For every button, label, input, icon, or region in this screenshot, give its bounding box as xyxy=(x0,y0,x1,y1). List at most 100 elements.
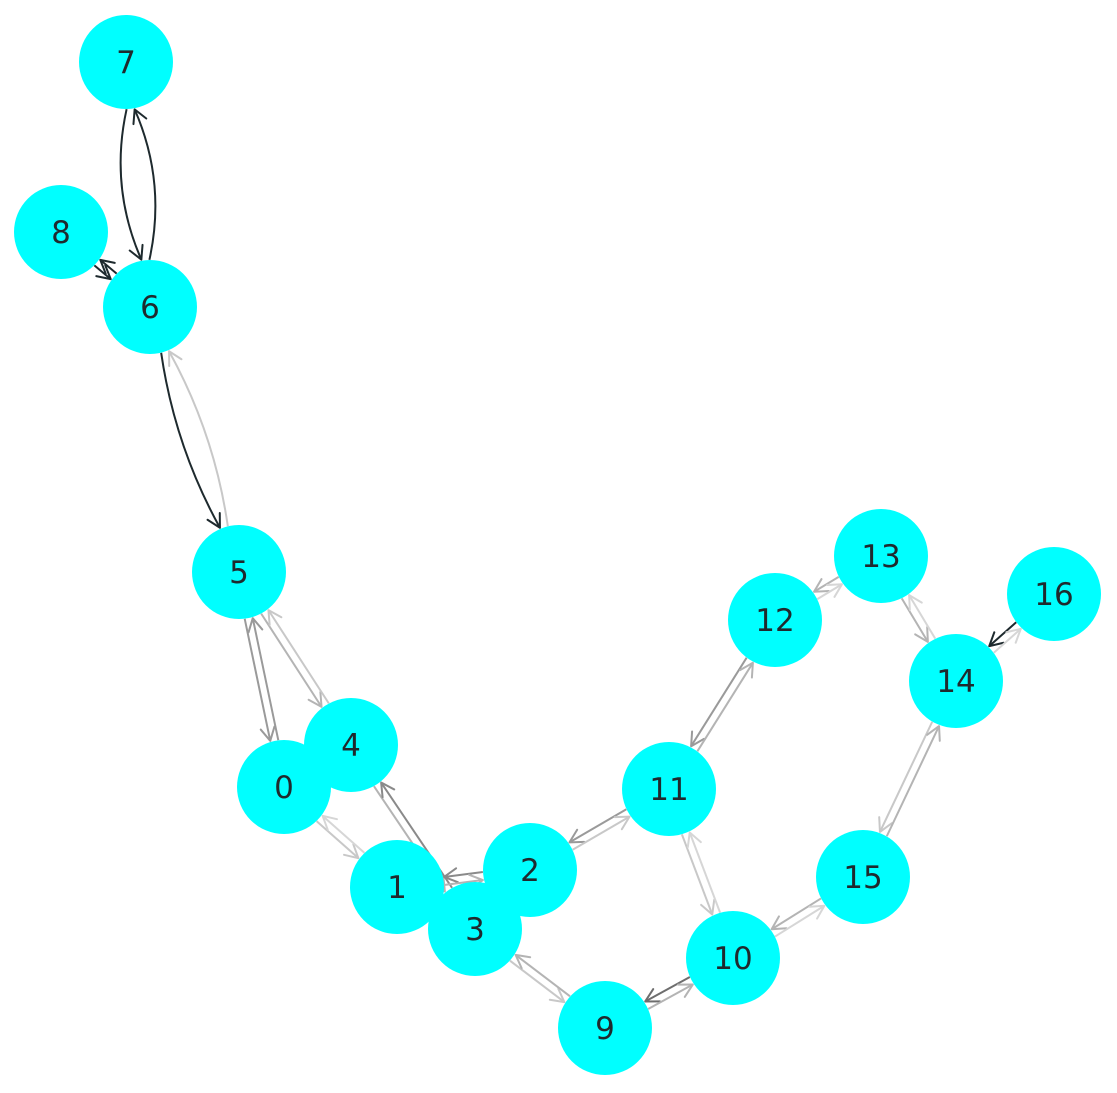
edge-4-to-5 xyxy=(267,609,330,704)
arrowhead-icon xyxy=(168,350,183,367)
edge-line xyxy=(119,108,143,261)
node-circle[interactable] xyxy=(192,525,286,619)
edge-line xyxy=(644,976,691,1003)
edge-line xyxy=(568,808,627,844)
node-label: 8 xyxy=(51,215,71,251)
node-label: 9 xyxy=(595,1011,615,1047)
edge-9-to-3 xyxy=(514,953,571,998)
node-12[interactable]: 12 xyxy=(728,573,822,667)
arrowhead-icon xyxy=(808,904,826,920)
node-14[interactable]: 14 xyxy=(909,634,1003,728)
node-5[interactable]: 5 xyxy=(192,525,286,619)
node-label: 1 xyxy=(387,870,407,906)
edge-line xyxy=(99,259,118,275)
edge-8-to-6 xyxy=(93,264,112,281)
node-label: 7 xyxy=(116,45,136,81)
node-16[interactable]: 16 xyxy=(1007,547,1101,641)
node-circle[interactable] xyxy=(1007,547,1101,641)
arrowhead-icon xyxy=(690,730,705,748)
node-label: 4 xyxy=(341,728,361,764)
edge-line xyxy=(816,583,843,600)
node-label: 15 xyxy=(843,860,882,896)
edge-line xyxy=(243,618,272,742)
node-4[interactable]: 4 xyxy=(304,698,398,792)
edge-line xyxy=(908,594,937,640)
node-label: 13 xyxy=(861,539,900,575)
edge-12-to-11 xyxy=(690,657,748,748)
node-1[interactable]: 1 xyxy=(350,840,444,934)
arrowhead-icon xyxy=(514,953,532,970)
node-circle[interactable] xyxy=(728,573,822,667)
node-6[interactable]: 6 xyxy=(103,260,197,354)
arrowhead-icon xyxy=(568,828,586,844)
arrowhead-icon xyxy=(878,816,893,833)
edge-line xyxy=(509,959,565,1003)
node-label: 3 xyxy=(465,912,485,948)
arrowhead-icon xyxy=(99,258,116,275)
edge-11-to-10 xyxy=(680,834,716,916)
node-label: 12 xyxy=(755,603,794,639)
node-10[interactable]: 10 xyxy=(686,911,780,1005)
edge-line xyxy=(133,108,157,261)
node-circle[interactable] xyxy=(558,981,652,1075)
node-circle[interactable] xyxy=(909,634,1003,728)
node-circle[interactable] xyxy=(350,840,444,934)
arrowhead-icon xyxy=(686,831,702,849)
arrowhead-icon xyxy=(95,264,112,281)
node-8[interactable]: 8 xyxy=(14,185,108,279)
node-circle[interactable] xyxy=(428,882,522,976)
node-11[interactable]: 11 xyxy=(622,742,716,836)
node-circle[interactable] xyxy=(834,509,928,603)
node-label: 0 xyxy=(274,770,294,806)
edge-line xyxy=(690,657,748,747)
arrowhead-icon xyxy=(1005,627,1022,644)
node-circle[interactable] xyxy=(103,260,197,354)
node-circle[interactable] xyxy=(622,742,716,836)
edge-12-to-13 xyxy=(816,583,843,600)
edge-5-to-4 xyxy=(260,613,323,708)
arrowhead-icon xyxy=(988,631,1005,648)
edge-line xyxy=(696,662,754,752)
node-label: 16 xyxy=(1034,577,1073,613)
edge-2-to-1 xyxy=(443,867,483,884)
arrowhead-icon xyxy=(128,243,144,261)
node-circle[interactable] xyxy=(14,185,108,279)
node-15[interactable]: 15 xyxy=(816,830,910,924)
edge-14-to-13 xyxy=(908,594,937,640)
edge-9-to-10 xyxy=(647,983,694,1010)
arrowhead-icon xyxy=(247,617,264,634)
node-3[interactable]: 3 xyxy=(428,882,522,976)
node-label: 14 xyxy=(936,664,975,700)
node-7[interactable]: 7 xyxy=(79,15,173,109)
node-circle[interactable] xyxy=(304,698,398,792)
edge-5-to-0 xyxy=(243,618,276,742)
node-13[interactable]: 13 xyxy=(834,509,928,603)
edge-15-to-14 xyxy=(885,725,941,837)
node-circle[interactable] xyxy=(237,740,331,834)
edge-11-to-12 xyxy=(696,661,754,752)
edge-line xyxy=(813,576,840,593)
edge-6-to-7 xyxy=(132,108,157,261)
arrowhead-icon xyxy=(813,578,830,593)
arrowhead-icon xyxy=(321,814,338,831)
edge-line xyxy=(93,264,112,280)
edge-0-to-1 xyxy=(315,820,360,860)
node-circle[interactable] xyxy=(686,911,780,1005)
node-2[interactable]: 2 xyxy=(483,823,577,917)
arrowhead-icon xyxy=(132,108,148,126)
node-label: 5 xyxy=(229,555,249,591)
edge-line xyxy=(993,628,1022,654)
node-circle[interactable] xyxy=(816,830,910,924)
node-circle[interactable] xyxy=(79,15,173,109)
node-9[interactable]: 9 xyxy=(558,981,652,1075)
edge-14-to-15 xyxy=(878,721,934,833)
edge-layer xyxy=(93,108,1022,1010)
edge-line xyxy=(680,834,714,915)
node-circle[interactable] xyxy=(483,823,577,917)
node-label: 2 xyxy=(520,853,540,889)
edge-13-to-14 xyxy=(900,597,929,643)
node-0[interactable]: 0 xyxy=(237,740,331,834)
edge-line xyxy=(688,832,722,913)
edge-line xyxy=(443,870,483,878)
